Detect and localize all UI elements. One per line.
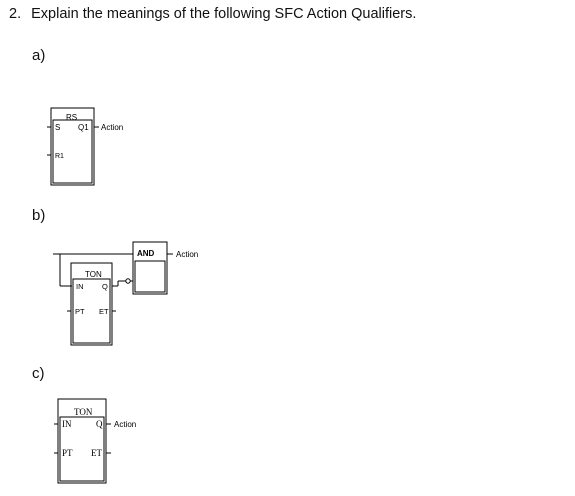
ton-c-q-label: Q (96, 419, 103, 429)
part-b-label: b) (32, 207, 46, 224)
ton-block-c-inner (59, 416, 105, 482)
part-a-label: a) (32, 47, 46, 64)
rs-block-inner-box (52, 119, 93, 184)
rs-r1-label: R1 (55, 153, 64, 160)
ton-block-c-outer (57, 398, 107, 484)
and-block-inner (134, 260, 166, 293)
negation-circle (125, 278, 131, 284)
ton-b-pt-label: PT (75, 307, 85, 316)
ton-b-in-label: IN (76, 282, 84, 291)
ton-c-et-label: ET (91, 448, 102, 458)
question-number: 2. (9, 6, 22, 22)
part-c-label: c) (32, 365, 45, 382)
rs-s-label: S (55, 123, 60, 132)
ton-c-title: TON (74, 407, 93, 417)
ton-block-b-inner (72, 278, 111, 344)
rs-action-label: Action (101, 123, 123, 132)
ton-c-pt-label: PT (62, 448, 73, 458)
rs-block-outer-box (50, 107, 95, 186)
and-block-box (132, 241, 168, 295)
ton-b-q-label: Q (102, 282, 108, 291)
ton-b-et-label: ET (99, 307, 109, 316)
ton-c-in-label: IN (62, 419, 72, 429)
b-action-label: Action (176, 250, 198, 259)
question-body: Explain the meanings of the following SF… (31, 6, 417, 22)
rs-q1-label: Q1 (78, 123, 89, 132)
ton-block-b-outer (70, 262, 113, 346)
and-block-title: AND (137, 249, 155, 258)
question-text: 2. Explain the meanings of the following… (9, 6, 416, 22)
ton-b-title: TON (85, 270, 102, 279)
rs-block-title: RS (66, 113, 77, 122)
c-action-label: Action (114, 420, 136, 429)
